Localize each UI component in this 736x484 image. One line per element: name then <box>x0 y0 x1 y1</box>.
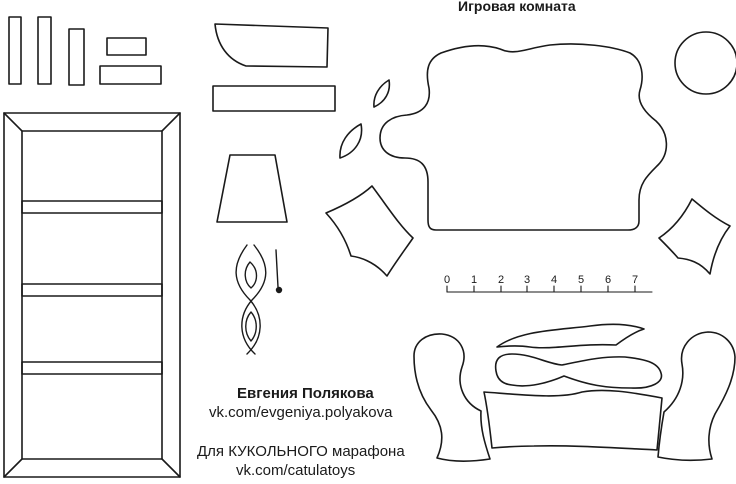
ruler-label-2: 2 <box>497 274 505 286</box>
strip-piece-4 <box>106 37 147 56</box>
ruler-label-3: 3 <box>523 274 531 286</box>
rounded-panel-piece <box>214 23 329 68</box>
marathon-note: Для КУКОЛЬНОГО марафона <box>197 443 405 460</box>
ruler-label-0: 0 <box>443 274 451 286</box>
marathon-link: vk.com/catulatoys <box>236 462 356 479</box>
long-plank-piece <box>212 85 336 112</box>
sofa-arm-right <box>657 331 736 462</box>
ruler-label-5: 5 <box>577 274 585 286</box>
ornament-piece <box>235 244 283 355</box>
author-name: Евгения Полякова <box>237 385 374 402</box>
sofa-arm-left <box>413 333 491 462</box>
ruler-label-6: 6 <box>604 274 612 286</box>
lampshade-piece <box>216 154 288 223</box>
strip-piece-5 <box>99 65 162 85</box>
shelf-board-2 <box>21 283 163 297</box>
sofa-backrest-cushion <box>496 323 645 349</box>
measurement-ruler <box>446 285 653 293</box>
bookshelf-piece <box>3 112 181 478</box>
sofa-back-piece <box>379 43 668 231</box>
strip-piece-1 <box>8 16 22 85</box>
leaf-piece-small <box>373 79 391 108</box>
round-piece <box>674 31 736 95</box>
ruler-label-4: 4 <box>550 274 558 286</box>
cushion-piece-left <box>325 185 414 277</box>
cushion-piece-right <box>658 198 731 275</box>
trim-pieces <box>8 16 162 86</box>
strip-piece-3 <box>68 28 85 86</box>
page-title: Игровая комната <box>458 0 576 14</box>
sofa-seat-cushion <box>494 353 663 389</box>
ruler-label-7: 7 <box>631 274 639 286</box>
strip-piece-2 <box>37 16 52 85</box>
leaf-piece-large <box>339 123 363 159</box>
shelf-board-3 <box>21 361 163 375</box>
ruler-label-1: 1 <box>470 274 478 286</box>
author-link: vk.com/evgeniya.polyakova <box>209 404 393 421</box>
shelf-board-1 <box>21 200 163 214</box>
sofa-front-panel <box>483 389 663 451</box>
